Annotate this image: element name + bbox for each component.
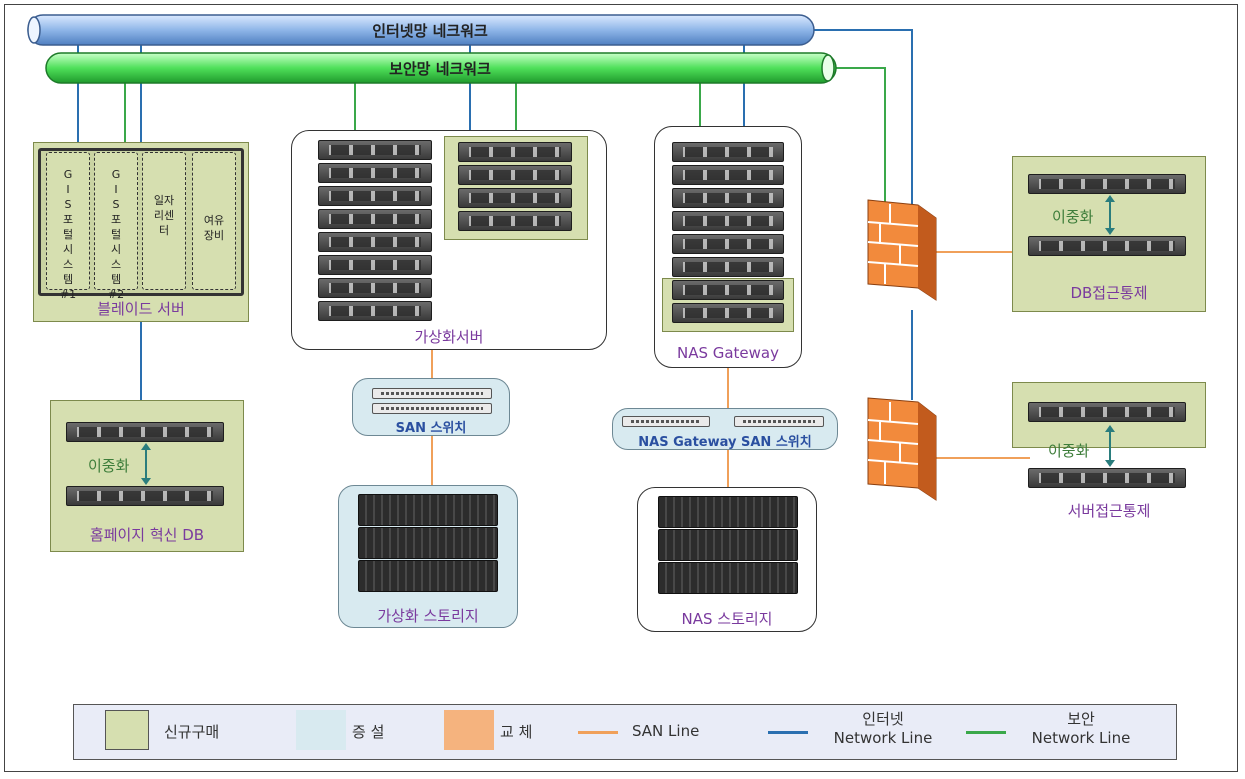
virtual-server-unit bbox=[318, 232, 432, 252]
firewall-top-icon bbox=[867, 199, 937, 301]
nas-storage-unit-3 bbox=[658, 562, 798, 594]
legend-swatch-replacement bbox=[444, 710, 494, 750]
server-access-redundancy-label: 이중화 bbox=[1048, 442, 1090, 460]
virtual-storage-label: 가상화 스토리지 bbox=[377, 607, 479, 625]
virtual-server-unit bbox=[318, 301, 432, 321]
redundancy-arrow-icon bbox=[1105, 425, 1115, 467]
nas-gateway-unit bbox=[672, 303, 784, 323]
legend-swatch-expansion bbox=[296, 710, 346, 750]
db-access-label: DB접근통제 bbox=[1070, 284, 1148, 302]
legend-swatch-new-purchase bbox=[105, 710, 149, 750]
blade-server-label: 블레이드 서버 bbox=[97, 300, 185, 318]
nas-gateway-unit bbox=[672, 188, 784, 208]
virtual-server-unit bbox=[318, 255, 432, 275]
san-switch-1 bbox=[372, 388, 492, 399]
nas-gateway-label: NAS Gateway bbox=[676, 344, 780, 362]
legend-label-internet-line: 인터넷 Network Line bbox=[833, 710, 933, 747]
virtual-server-unit bbox=[318, 140, 432, 160]
virtual-server-unit bbox=[318, 278, 432, 298]
virtual-storage-unit-2 bbox=[358, 527, 498, 559]
homepage-db-server-2 bbox=[66, 486, 224, 506]
diagram-frame bbox=[4, 4, 1238, 772]
san-switch-label: SAN 스위치 bbox=[395, 421, 467, 436]
virtual-server-new-unit bbox=[458, 165, 572, 185]
homepage-db-redundancy-label: 이중화 bbox=[88, 457, 130, 475]
internet-pipe bbox=[27, 14, 815, 46]
virtual-storage-unit-1 bbox=[358, 494, 498, 526]
legend bbox=[73, 704, 1177, 760]
server-access-server-1 bbox=[1028, 402, 1186, 422]
homepage-db-label: 홈페이지 혁신 DB bbox=[89, 526, 205, 544]
legend-label-replacement: 교 체 bbox=[500, 723, 533, 741]
nas-gateway-unit bbox=[672, 211, 784, 231]
virtual-server-unit bbox=[318, 186, 432, 206]
virtual-server-label: 가상화서버 bbox=[414, 328, 484, 346]
nas-gateway-unit bbox=[672, 142, 784, 162]
san-switch-2 bbox=[372, 403, 492, 414]
nas-san-switch-label: NAS Gateway SAN 스위치 bbox=[638, 435, 812, 450]
secure-network-label: 보안망 네크워크 bbox=[389, 60, 491, 78]
legend-label-new-purchase: 신규구매 bbox=[164, 723, 220, 741]
san-lines bbox=[431, 251, 1030, 487]
redundancy-arrow-icon bbox=[141, 443, 151, 485]
secure-network-lines bbox=[124, 67, 886, 210]
nas-storage-unit-2 bbox=[658, 529, 798, 561]
legend-line-secure bbox=[966, 731, 1006, 734]
firewall-bottom-icon bbox=[867, 397, 937, 501]
nas-gateway-unit bbox=[672, 234, 784, 254]
db-access-redundancy-label: 이중화 bbox=[1052, 208, 1094, 226]
nas-storage-unit-1 bbox=[658, 496, 798, 528]
virtual-server-new-unit bbox=[458, 211, 572, 231]
virtual-server-unit bbox=[318, 163, 432, 183]
db-access-server-1 bbox=[1028, 174, 1186, 194]
virtual-server-new-unit bbox=[458, 142, 572, 162]
legend-label-expansion: 증 설 bbox=[352, 723, 385, 741]
server-access-label: 서버접근통제 bbox=[1067, 502, 1151, 520]
legend-label-san-line: SAN Line bbox=[632, 722, 700, 740]
homepage-db-server-1 bbox=[66, 422, 224, 442]
redundancy-arrow-icon bbox=[1105, 195, 1115, 235]
virtual-storage-unit-3 bbox=[358, 560, 498, 592]
nas-san-switch-group bbox=[612, 408, 838, 450]
legend-line-internet bbox=[768, 731, 808, 734]
db-access-server-2 bbox=[1028, 236, 1186, 256]
virtual-server-unit bbox=[318, 209, 432, 229]
nas-gateway-unit bbox=[672, 280, 784, 300]
nas-san-switch-1 bbox=[622, 416, 710, 427]
blade-slot-gis-2: G I S 포 털 시 스 템 #2 bbox=[94, 152, 138, 301]
blade-slot-job-center: 일자 리센 터 bbox=[142, 152, 186, 290]
virtual-server-new-unit bbox=[458, 188, 572, 208]
legend-line-san bbox=[578, 731, 618, 734]
blade-slot-gis-1: G I S 포 털 시 스 템 #1 bbox=[46, 152, 90, 301]
legend-label-secure-line: 보안 Network Line bbox=[1031, 710, 1131, 747]
blade-slot-spare: 여유 장비 bbox=[192, 152, 236, 290]
nas-san-switch-2 bbox=[734, 416, 824, 427]
internet-network-label: 인터넷망 네크워크 bbox=[372, 22, 488, 40]
nas-gateway-unit bbox=[672, 257, 784, 277]
nas-storage-label: NAS 스토리지 bbox=[681, 610, 773, 628]
server-access-server-2 bbox=[1028, 468, 1186, 488]
secure-pipe bbox=[45, 52, 837, 84]
nas-gateway-unit bbox=[672, 165, 784, 185]
